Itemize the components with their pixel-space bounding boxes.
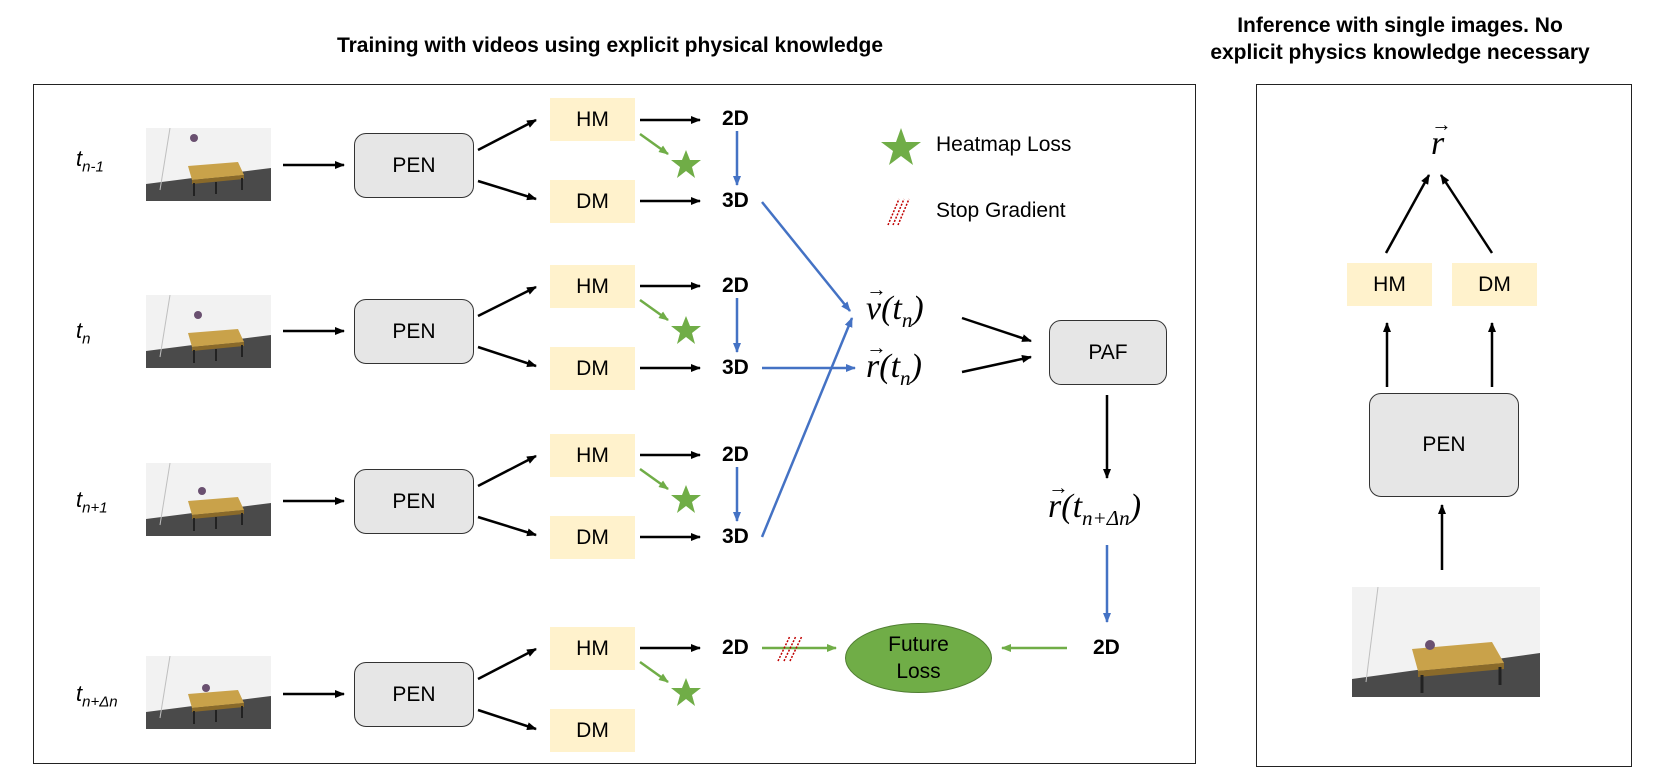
pen-box-row1: PEN <box>354 133 474 198</box>
pen-box-row4: PEN <box>354 662 474 727</box>
arrow-hm-heatmaploss-row2 <box>639 298 669 322</box>
inference-r-label: r <box>1431 114 1452 163</box>
future-loss-line1: Future <box>888 633 949 656</box>
arrow-pen-dm-row3 <box>477 515 537 537</box>
input-image-row1 <box>146 128 271 201</box>
arrow-hm-heatmaploss-row4 <box>639 660 669 684</box>
future-position-symbol: r <box>1048 477 1069 526</box>
label-2d-row2: 2D <box>722 274 749 297</box>
stop-gradient-icon <box>777 635 791 662</box>
inference-title-line1: Inference with single images. No <box>1237 14 1563 37</box>
dm-box-row1: DM <box>550 180 635 223</box>
time-label-row2: tn <box>76 318 91 348</box>
inference-input-image <box>1352 587 1540 697</box>
arrow-r-paf <box>961 355 1032 374</box>
arrow-pen-dm-row4 <box>477 708 537 731</box>
paf-box: PAF <box>1049 320 1167 385</box>
arrow-pen-dm-row1 <box>477 179 537 201</box>
velocity-symbol: v <box>866 279 887 328</box>
pen-box-row3: PEN <box>354 469 474 534</box>
arrow-inf-dm-r <box>1439 174 1494 254</box>
dm-box-row3: DM <box>550 516 635 559</box>
arrow-pen-hm-row1 <box>477 118 537 152</box>
time-label-row1: tn-1 <box>76 146 104 176</box>
future-2d-label: 2D <box>1093 636 1120 659</box>
arrow-3d-row1-v <box>761 201 851 312</box>
arrow-pen-hm-row2 <box>477 285 537 318</box>
hm-box-row1: HM <box>550 98 635 141</box>
inference-dm-box: DM <box>1452 263 1537 306</box>
pen-box-row2: PEN <box>354 299 474 364</box>
label-3d-row3: 3D <box>722 525 749 548</box>
arrow-3d-row3-v <box>760 317 854 538</box>
legend-stop-gradient-icon <box>887 198 900 226</box>
inference-pen-box: PEN <box>1369 393 1519 497</box>
inference-title-line2: explicit physics knowledge necessary <box>1210 41 1590 64</box>
arrow-hm-heatmaploss-row3 <box>639 467 669 491</box>
star-icon-row2 <box>671 316 701 344</box>
arrow-v-paf <box>961 316 1032 343</box>
label-2d-row4: 2D <box>722 636 749 659</box>
hm-box-row4: HM <box>550 627 635 670</box>
future-loss-ellipse: Future Loss <box>845 623 992 693</box>
future-position-label: r(tn+Δn) <box>1048 477 1141 531</box>
hm-box-row2: HM <box>550 265 635 308</box>
arrow-pen-hm-row4 <box>477 647 537 681</box>
position-label: r(tn) <box>866 337 922 391</box>
dm-box-row2: DM <box>550 347 635 390</box>
star-icon-row4 <box>671 678 701 706</box>
label-2d-row3: 2D <box>722 443 749 466</box>
arrow-inf-hm-r <box>1384 174 1431 254</box>
inference-hm-box: HM <box>1347 263 1432 306</box>
future-loss-line2: Loss <box>896 660 941 683</box>
arrow-pen-hm-row3 <box>477 454 537 488</box>
training-panel <box>33 84 1196 764</box>
inference-r-symbol: r <box>1431 114 1452 163</box>
label-3d-row2: 3D <box>722 356 749 379</box>
inference-title: Inference with single images. No explici… <box>1180 12 1620 66</box>
legend-heatmap-loss: Heatmap Loss <box>936 133 1072 156</box>
star-icon-row3 <box>671 485 701 513</box>
star-icon-row1 <box>671 150 701 178</box>
arrow-hm-heatmaploss-row1 <box>639 132 669 156</box>
position-symbol: r <box>866 337 887 386</box>
hm-box-row3: HM <box>550 434 635 477</box>
input-image-row3 <box>146 463 271 536</box>
arrow-pen-dm-row2 <box>477 345 537 368</box>
input-image-row4 <box>146 656 271 729</box>
legend-star-icon <box>881 128 921 165</box>
time-label-row3: tn+1 <box>76 487 108 517</box>
dm-box-row4: DM <box>550 709 635 752</box>
input-image-row2 <box>146 295 271 368</box>
training-title: Training with videos using explicit phys… <box>336 34 884 57</box>
label-2d-row1: 2D <box>722 107 749 130</box>
legend-stop-gradient: Stop Gradient <box>936 199 1066 222</box>
label-3d-row1: 3D <box>722 189 749 212</box>
time-label-row4: tn+Δn <box>76 681 118 711</box>
velocity-label: v(tn) <box>866 279 924 333</box>
